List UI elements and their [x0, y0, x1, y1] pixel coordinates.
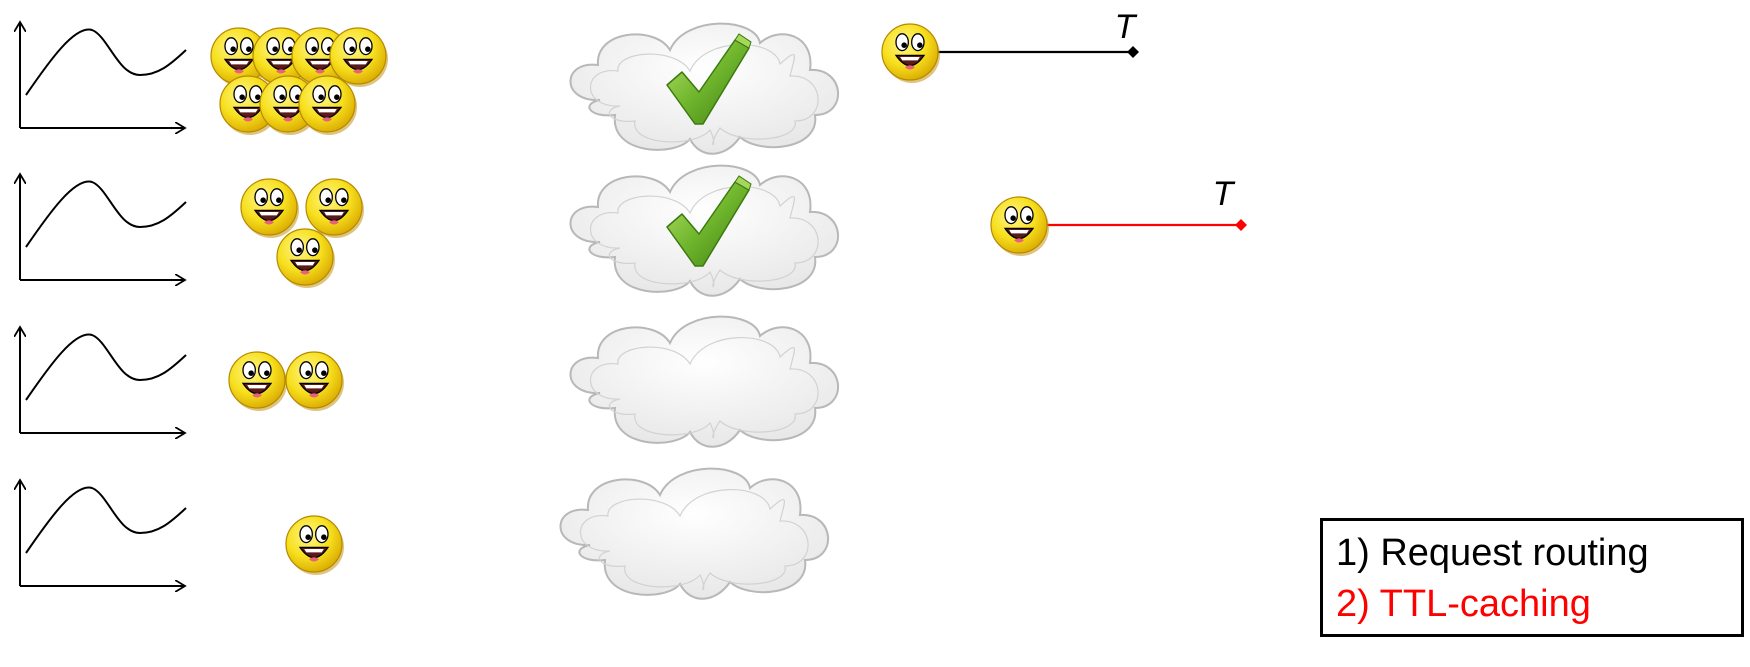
ttl-timelines: TT	[882, 8, 1247, 256]
popularity-chart-icon	[20, 174, 186, 280]
user-group	[241, 179, 364, 288]
popularity-charts	[20, 22, 186, 586]
ttl-label: T	[1213, 175, 1236, 213]
cloud-icon	[561, 469, 829, 599]
smiley-user-icon	[286, 352, 344, 411]
cloud-icon	[571, 24, 839, 154]
popularity-chart-icon	[20, 327, 186, 433]
smiley-user-icon	[229, 352, 287, 411]
legend-item-ttl-caching: 2) TTL-caching	[1336, 582, 1591, 626]
ttl-label: T	[1115, 8, 1138, 46]
ttl-timeline: T	[991, 175, 1247, 256]
popularity-chart-icon	[20, 22, 186, 128]
smiley-user-icon	[277, 229, 335, 288]
smiley-user-icon	[882, 24, 940, 83]
cloud-icon	[571, 317, 839, 447]
legend-item-request-routing: 1) Request routing	[1336, 531, 1649, 575]
smiley-user-icon	[991, 197, 1049, 256]
user-group	[229, 352, 344, 411]
cache-servers	[561, 24, 839, 599]
smiley-user-icon	[286, 516, 344, 575]
user-group	[211, 28, 388, 135]
popularity-chart-icon	[20, 480, 186, 586]
legend-box: 1) Request routing 2) TTL-caching	[1320, 518, 1744, 637]
smiley-user-icon	[306, 179, 364, 238]
smiley-user-icon	[241, 179, 299, 238]
cloud-icon	[571, 166, 839, 296]
user-group	[286, 516, 344, 575]
user-groups	[211, 28, 388, 575]
ttl-timeline: T	[882, 8, 1139, 83]
